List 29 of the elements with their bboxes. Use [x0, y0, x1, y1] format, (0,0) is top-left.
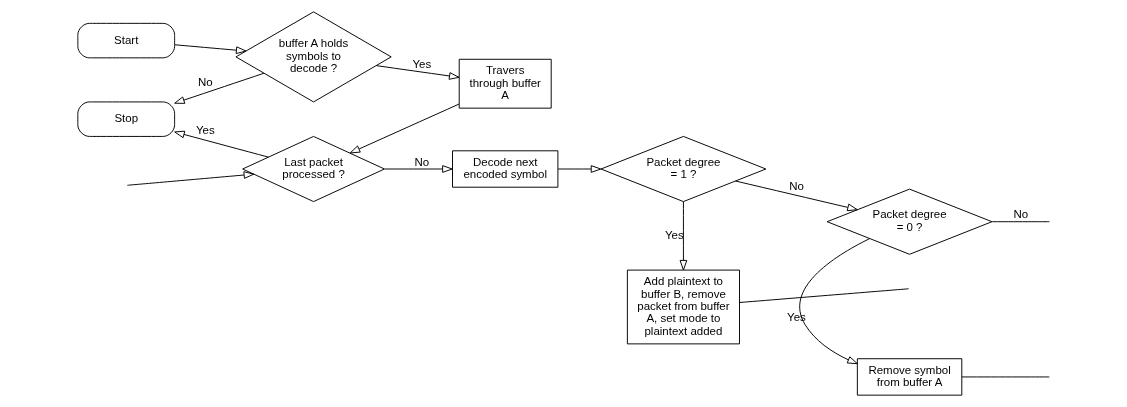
connector — [738, 288, 909, 303]
node-diamond: Packet degree = 0 ? — [826, 188, 992, 255]
arrow — [173, 44, 246, 54]
node-box: Stop — [76, 101, 175, 137]
edge-label: No — [413, 155, 429, 168]
arrow — [383, 165, 453, 173]
edge-label: No — [788, 179, 804, 192]
arrow — [375, 65, 459, 80]
arrow — [557, 165, 601, 173]
node-box: Remove symbol from buffer A — [856, 358, 962, 396]
node-box: Add plaintext to buffer B, remove packet from buffer A, set mode to plaintext added — [626, 269, 740, 345]
arrow — [349, 103, 459, 154]
node-box: Start — [76, 22, 175, 59]
edge-label: Yes — [411, 58, 431, 71]
node-diamond: Packet degree = 1 ? — [600, 135, 766, 203]
edge-label: No — [1012, 208, 1028, 221]
arrow — [173, 72, 264, 104]
arrow — [734, 180, 858, 212]
edge-label: No — [197, 76, 213, 89]
arrow — [798, 238, 870, 365]
arrow — [173, 130, 269, 158]
connector — [960, 376, 1050, 378]
arrow — [126, 171, 254, 186]
connector — [991, 221, 1050, 223]
edge-label: Yes — [786, 311, 806, 324]
arrow — [679, 201, 687, 271]
node-box: Decode next encoded symbol — [451, 150, 558, 188]
node-box: Travers through buffer A — [458, 58, 552, 109]
edge-label: Yes — [195, 124, 215, 137]
